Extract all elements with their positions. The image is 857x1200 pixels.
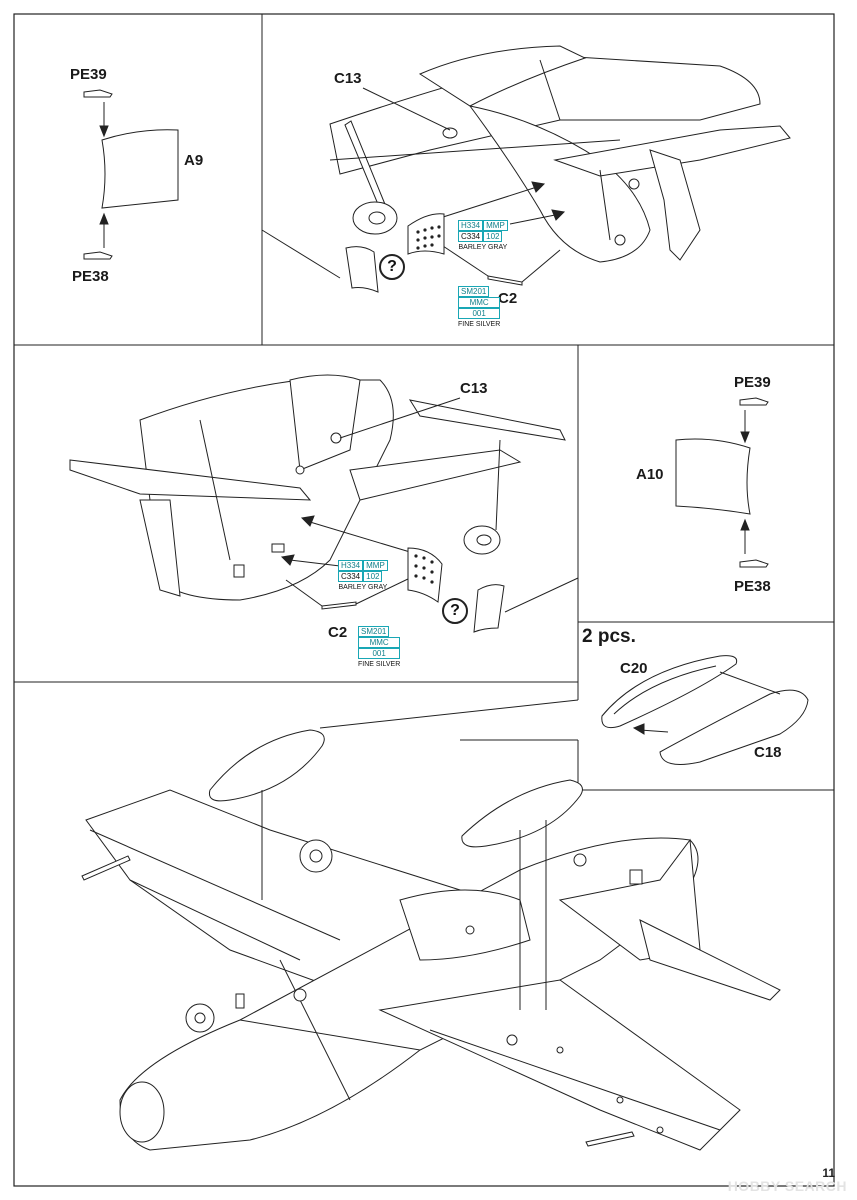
paint-callout-barley-gray: H334 MMP C334 102 BARLEY GRAY — [458, 220, 508, 252]
quantity-label: 2 pcs. — [582, 626, 636, 647]
paint-code-sm: SM201 — [358, 626, 390, 637]
question-icon: ? — [442, 598, 468, 624]
part-label-pe38: PE38 — [734, 578, 771, 595]
part-label-c18: C18 — [754, 744, 782, 761]
part-label-c2: C2 — [328, 624, 348, 641]
paint-callout-fine-silver: SM201 MMC 001 FINE SILVER — [358, 626, 401, 669]
part-label-c20: C20 — [620, 660, 648, 677]
paint-code-mmc: MMC — [358, 637, 401, 648]
paint-code-number: 102 — [363, 571, 383, 582]
part-label-a10: A10 — [636, 466, 664, 483]
paint-code-number: 001 — [358, 648, 401, 659]
paint-code-h: H334 — [458, 220, 484, 231]
paint-callout-barley-gray: H334 MMP C334 102 BARLEY GRAY — [338, 560, 388, 592]
paint-code-mmc: MMC — [458, 297, 501, 308]
paint-name: BARLEY GRAY — [458, 244, 508, 251]
watermark: HOBBY SEARCH — [727, 1178, 847, 1194]
question-icon: ? — [379, 254, 405, 280]
paint-code-number: 001 — [458, 308, 501, 319]
part-label-c13: C13 — [460, 380, 488, 397]
paint-code-mmp: MMP — [363, 560, 388, 571]
paint-code-mmp: MMP — [483, 220, 508, 231]
part-label-a9: A9 — [184, 152, 204, 169]
paint-code-c: C334 — [338, 571, 364, 582]
paint-code-number: 102 — [483, 231, 503, 242]
page-number: 11 — [822, 1166, 835, 1180]
paint-name: FINE SILVER — [358, 661, 401, 668]
paint-code-sm: SM201 — [458, 286, 490, 297]
paint-name: FINE SILVER — [458, 321, 501, 328]
part-label-pe39: PE39 — [70, 66, 107, 83]
part-label-pe39: PE39 — [734, 374, 771, 391]
paint-callout-fine-silver: SM201 MMC 001 FINE SILVER — [458, 286, 501, 329]
paint-code-c: C334 — [458, 231, 484, 242]
paint-code-h: H334 — [338, 560, 364, 571]
part-label-c2: C2 — [498, 290, 518, 307]
paint-name: BARLEY GRAY — [338, 584, 388, 591]
part-label-pe38: PE38 — [72, 268, 109, 285]
part-label-c13: C13 — [334, 70, 362, 87]
